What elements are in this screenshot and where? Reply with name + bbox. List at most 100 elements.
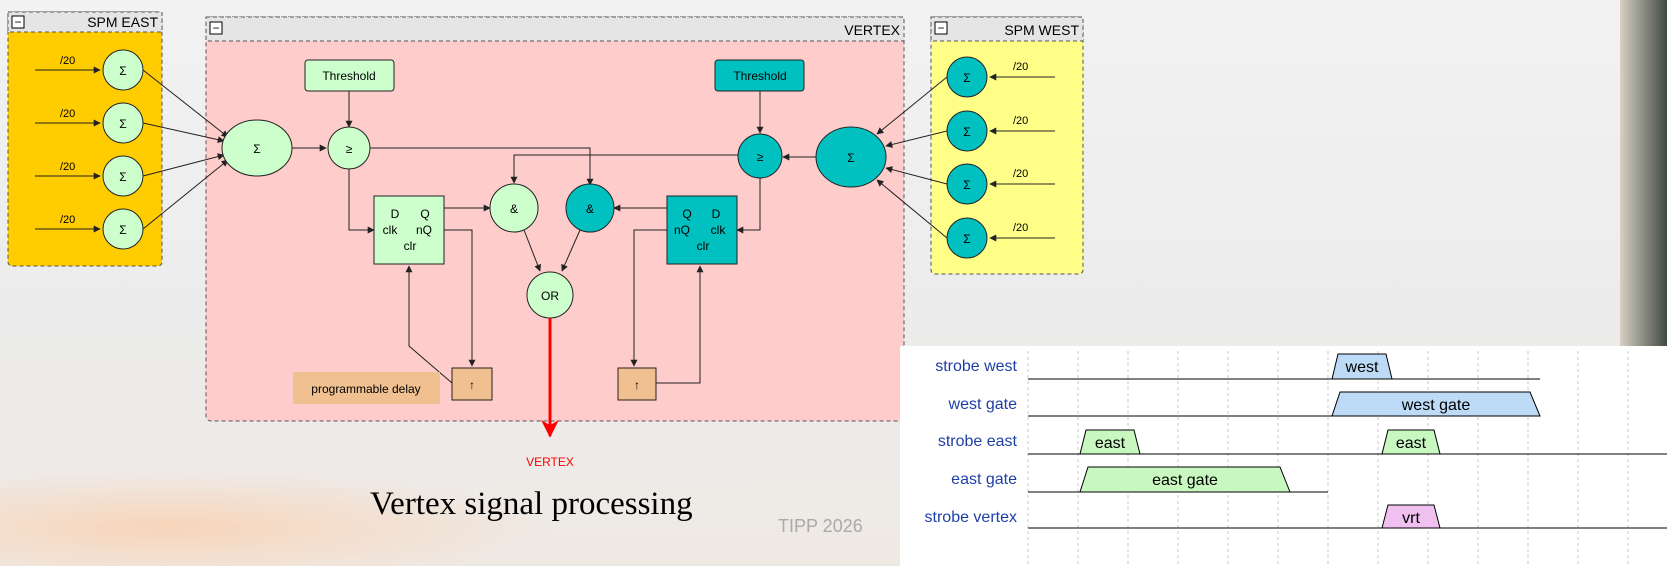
ff-clk-label: clk xyxy=(711,223,727,237)
sum-symbol: Σ xyxy=(963,232,970,246)
sum-symbol: Σ xyxy=(253,142,260,156)
east-input-wires xyxy=(142,69,229,230)
compare-symbol: ≥ xyxy=(346,142,353,156)
sum-symbol: Σ xyxy=(963,71,970,85)
west-sum-node: Σ xyxy=(815,126,887,188)
ff-d-label: D xyxy=(391,207,400,221)
east-flip-flop: D Q clk nQ clr xyxy=(373,195,445,265)
or-gate: OR xyxy=(526,271,574,319)
collapse-button[interactable] xyxy=(934,21,948,35)
east-sum-4: /20 Σ xyxy=(35,208,144,250)
ff-nq-label: nQ xyxy=(674,223,690,237)
ff-clr-label: clr xyxy=(404,239,417,253)
west-sum-3: /20 Σ xyxy=(946,163,1055,205)
east-comparator: ≥ xyxy=(327,126,371,170)
collapse-icon: − xyxy=(937,21,944,35)
west-and-gate: & xyxy=(565,183,615,233)
spm-west-title: SPM WEST xyxy=(1004,22,1079,38)
pulse-label-west: west xyxy=(1345,359,1379,376)
wire xyxy=(630,229,667,367)
timing-label-strobe-east: strobe east xyxy=(937,433,1017,450)
wire xyxy=(656,265,704,384)
west-input-wires xyxy=(876,76,948,239)
input-divider-label: /20 xyxy=(60,161,75,173)
arrow-up-icon: ↑ xyxy=(634,378,640,392)
input-divider-label: /20 xyxy=(1013,115,1028,127)
collapse-icon: − xyxy=(212,21,219,35)
wire xyxy=(444,229,476,367)
timing-diagram: strobe west west gate strobe east east g… xyxy=(900,346,1667,566)
wave-strobe-vertex: vrt xyxy=(1028,504,1667,529)
collapse-button[interactable] xyxy=(209,21,223,35)
collapse-icon: − xyxy=(14,15,21,29)
ff-q-label: Q xyxy=(420,207,429,221)
vertex-output-label: VERTEX xyxy=(526,455,574,469)
timing-label-east-gate: east gate xyxy=(951,471,1017,488)
and-symbol: & xyxy=(510,202,518,216)
timing-label-strobe-west: strobe west xyxy=(935,358,1017,375)
east-sum-2: /20 Σ xyxy=(35,102,144,144)
spm-east-title: SPM EAST xyxy=(87,14,158,30)
west-threshold-box: Threshold xyxy=(714,59,805,92)
wire xyxy=(405,265,453,384)
and-symbol: & xyxy=(586,202,594,216)
pulse-label-east: east xyxy=(1095,435,1126,452)
timing-label-west-gate: west gate xyxy=(948,396,1017,413)
note-text: programmable delay xyxy=(311,382,420,396)
slide-title: Vertex signal processing xyxy=(370,486,693,522)
pulse-label-west-gate: west gate xyxy=(1401,397,1471,414)
ff-d-label: D xyxy=(712,207,721,221)
west-comparator: ≥ xyxy=(737,133,783,179)
arrow-up-icon: ↑ xyxy=(469,378,475,392)
wave-strobe-east: east east xyxy=(1028,429,1667,455)
spm-west-panel: − SPM WEST /20 Σ /20 Σ /20 Σ /20 Σ xyxy=(930,16,1084,275)
conference-label: TIPP 2026 xyxy=(778,516,863,536)
east-threshold-box: Threshold xyxy=(304,59,395,92)
wire xyxy=(370,147,594,186)
input-divider-label: /20 xyxy=(1013,61,1028,73)
wave-east-gate: east gate xyxy=(1028,466,1328,493)
pulse-label-vrt: vrt xyxy=(1402,510,1420,527)
west-sum-4: /20 Σ xyxy=(946,217,1055,259)
ff-q-label: Q xyxy=(682,207,691,221)
input-divider-label: /20 xyxy=(60,108,75,120)
threshold-label: Threshold xyxy=(733,69,786,83)
wire xyxy=(736,178,761,234)
wire xyxy=(348,169,375,234)
sum-symbol: Σ xyxy=(119,117,126,131)
east-and-gate: & xyxy=(489,183,539,233)
input-divider-label: /20 xyxy=(60,55,75,67)
ff-clr-label: clr xyxy=(697,239,710,253)
timing-grid xyxy=(1027,351,1629,566)
west-sum-1: /20 Σ xyxy=(946,56,1055,98)
ff-clk-label: clk xyxy=(383,223,399,237)
sum-symbol: Σ xyxy=(963,178,970,192)
timing-label-strobe-vertex: strobe vertex xyxy=(924,509,1017,526)
pulse-label-east-gate: east gate xyxy=(1152,472,1218,489)
sum-symbol: Σ xyxy=(119,223,126,237)
east-sum-node: Σ xyxy=(221,119,293,177)
east-delay-box: ↑ xyxy=(451,367,493,401)
pulse-label-east: east xyxy=(1396,435,1427,452)
spm-east-panel: − SPM EAST /20 Σ /20 Σ /20 Σ /20 Σ xyxy=(7,11,163,267)
wave-west-gate: west gate xyxy=(1028,391,1541,417)
ff-nq-label: nQ xyxy=(416,223,432,237)
background-glow xyxy=(0,470,560,566)
collapse-button[interactable] xyxy=(11,15,25,29)
wave-strobe-west: west xyxy=(1028,353,1540,380)
sum-symbol: Σ xyxy=(963,125,970,139)
programmable-delay-note: programmable delay xyxy=(293,372,440,404)
sum-symbol: Σ xyxy=(119,64,126,78)
sum-symbol: Σ xyxy=(847,151,854,165)
west-sum-2: /20 Σ xyxy=(946,110,1055,152)
timing-waveforms: west west gate east east east gate xyxy=(1027,351,1667,566)
threshold-label: Threshold xyxy=(322,69,375,83)
west-flip-flop: Q D nQ clk clr xyxy=(666,195,738,265)
input-divider-label: /20 xyxy=(1013,168,1028,180)
vertex-title: VERTEX xyxy=(844,22,900,38)
input-divider-label: /20 xyxy=(60,214,75,226)
sum-symbol: Σ xyxy=(119,170,126,184)
west-delay-box: ↑ xyxy=(617,367,657,401)
wire xyxy=(561,229,581,272)
